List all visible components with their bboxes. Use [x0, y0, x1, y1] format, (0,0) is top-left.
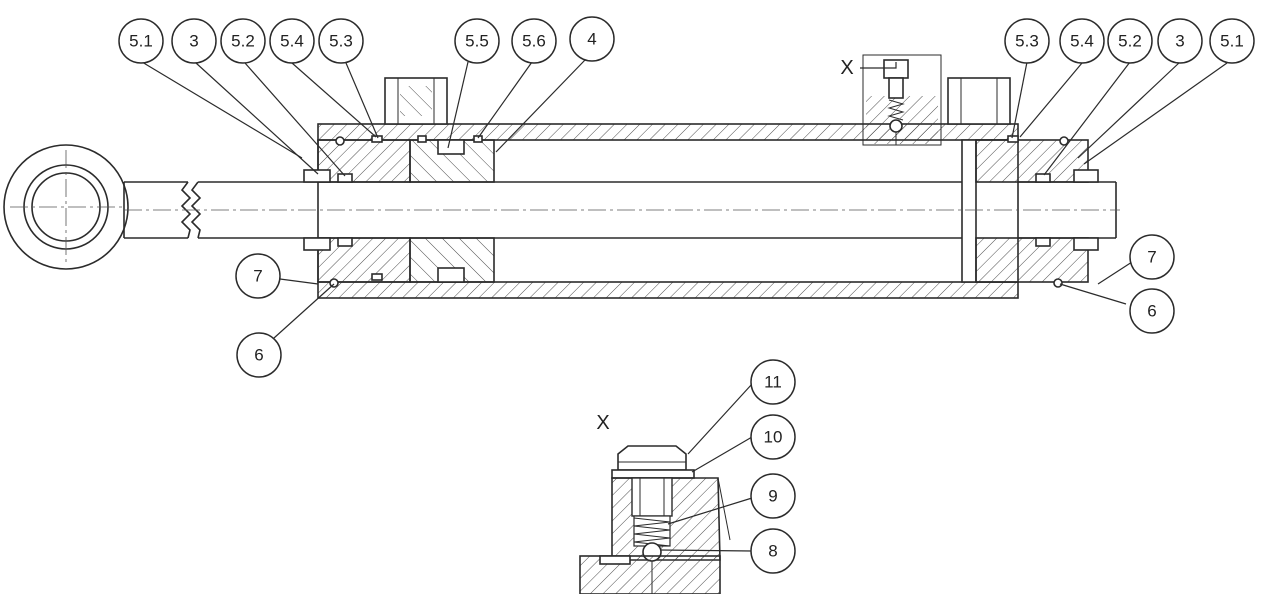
view-marker-line	[860, 62, 897, 69]
view-label-main: X	[840, 57, 853, 79]
svg-text:5.6: 5.6	[522, 32, 546, 51]
svg-text:5.3: 5.3	[329, 32, 353, 51]
port-left	[384, 77, 448, 125]
svg-text:6: 6	[1147, 302, 1156, 321]
rod-eye	[3, 144, 129, 270]
callout-c2: 3	[171, 18, 217, 64]
view-label-detail: X	[596, 412, 609, 434]
callout-c18: 11	[750, 359, 796, 405]
svg-text:5.1: 5.1	[1220, 32, 1244, 51]
svg-text:5.4: 5.4	[1070, 32, 1094, 51]
svg-text:8: 8	[768, 542, 777, 561]
svg-text:5.4: 5.4	[280, 32, 304, 51]
callout-c15: 6	[236, 332, 282, 378]
svg-text:7: 7	[253, 267, 262, 286]
gland-right	[961, 135, 1099, 288]
detail-x-view	[579, 445, 731, 594]
callout-c11: 5.2	[1107, 18, 1153, 64]
svg-text:4: 4	[587, 30, 596, 49]
callout-c8: 4	[569, 16, 615, 62]
callout-c10: 5.4	[1059, 18, 1105, 64]
svg-text:5.3: 5.3	[1015, 32, 1039, 51]
callout-c21: 8	[750, 528, 796, 574]
callout-c4: 5.4	[269, 18, 315, 64]
callout-c14: 7	[235, 253, 281, 299]
svg-text:6: 6	[254, 346, 263, 365]
svg-text:3: 3	[189, 32, 198, 51]
callout-c16: 7	[1129, 234, 1175, 280]
svg-text:9: 9	[768, 487, 777, 506]
svg-text:11: 11	[764, 373, 782, 392]
callout-c1: 5.1	[118, 18, 164, 64]
callout-c20: 9	[750, 473, 796, 519]
gland-left	[303, 135, 411, 288]
detail-x-frame	[862, 54, 942, 146]
callout-c9: 5.3	[1004, 18, 1050, 64]
callout-c5: 5.3	[318, 18, 364, 64]
callout-c17: 6	[1129, 288, 1175, 334]
svg-text:5.2: 5.2	[1118, 32, 1142, 51]
svg-text:5.2: 5.2	[231, 32, 255, 51]
svg-text:5.1: 5.1	[129, 32, 153, 51]
callout-c12: 3	[1157, 18, 1203, 64]
svg-text:3: 3	[1175, 32, 1184, 51]
svg-text:10: 10	[764, 428, 783, 447]
callout-c7: 5.6	[511, 18, 557, 64]
svg-text:5.5: 5.5	[465, 32, 489, 51]
leader-lines	[141, 59, 1228, 552]
callout-c13: 5.1	[1209, 18, 1255, 64]
callout-c6: 5.5	[454, 18, 500, 64]
cylinder-tube	[317, 123, 1019, 299]
piston	[409, 135, 495, 283]
port-right	[947, 77, 1011, 125]
callout-c3: 5.2	[220, 18, 266, 64]
callout-c19: 10	[750, 414, 796, 460]
svg-text:7: 7	[1147, 248, 1156, 267]
